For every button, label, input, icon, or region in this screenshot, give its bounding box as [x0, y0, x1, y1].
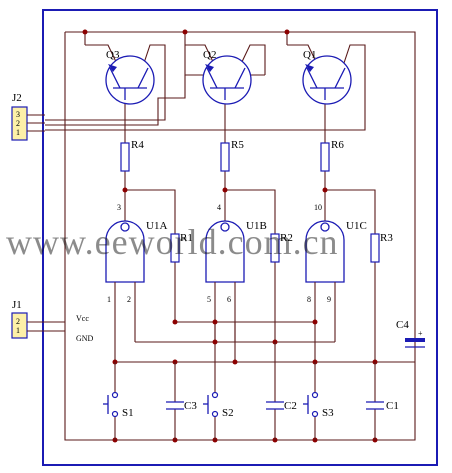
- switch-s2: S2: [203, 362, 234, 440]
- resistor-r4: R4: [120, 139, 144, 190]
- capacitor-label: C3: [184, 400, 197, 412]
- top-rail-wire: [65, 31, 416, 380]
- gate-pin: 10: [314, 203, 322, 212]
- resistor-r1: R1: [170, 230, 193, 322]
- polarity-mark: +: [418, 329, 423, 338]
- gate-pin: 1: [107, 295, 111, 304]
- connector-j2: J2 3 2 1: [11, 92, 45, 141]
- connector-pin: 2: [16, 119, 20, 128]
- watermark-text: www.eeworld.com.cn: [6, 222, 339, 262]
- capacitor-label: C1: [386, 400, 399, 412]
- gate-pin: 5: [207, 295, 211, 304]
- gate-pin: 2: [127, 295, 131, 304]
- transistor-q2: Q2: [202, 49, 252, 105]
- capacitor-c3: C3: [166, 362, 197, 440]
- transistor-label: Q3: [106, 49, 120, 61]
- connector-label: J2: [12, 92, 22, 104]
- connector-pin: 3: [16, 110, 20, 119]
- gate-u1b: U1B 4 5 6: [205, 203, 267, 304]
- capacitor-c2: C2: [266, 342, 297, 440]
- gate-label: U1A: [146, 220, 167, 232]
- left-rail-wire: [64, 32, 416, 441]
- resistor-label: R3: [380, 232, 393, 244]
- gate-output-wiring: [124, 189, 376, 230]
- gate-pin: 9: [327, 295, 331, 304]
- resistor-label: R2: [280, 232, 293, 244]
- resistor-label: R6: [331, 139, 344, 151]
- gate-pin: 8: [307, 295, 311, 304]
- resistor-label: R1: [180, 232, 193, 244]
- gate-pin: 3: [117, 203, 121, 212]
- vcc-label: Vcc: [76, 314, 89, 323]
- transistor-label: Q2: [203, 49, 216, 61]
- gate-label: U1B: [246, 220, 267, 232]
- board-frame: [42, 9, 438, 466]
- resistor-label: R4: [131, 139, 144, 151]
- gate-u1c: U1C 10 8 9: [305, 203, 367, 304]
- transistor-q3: Q3: [105, 49, 155, 105]
- resistor-r3: R3: [370, 230, 393, 362]
- switch-s1: S1: [103, 362, 134, 440]
- capacitor-c1: C1: [366, 362, 399, 440]
- switch-s3: S3: [303, 362, 334, 440]
- resistor-r5: R5: [220, 139, 244, 190]
- connector-pin: 1: [16, 128, 20, 137]
- capacitor-label: C4: [396, 319, 409, 331]
- connector-pin: 1: [16, 326, 20, 335]
- resistor-label: R5: [231, 139, 244, 151]
- resistor-r6: R6: [320, 139, 344, 190]
- transistor-q1: Q1: [302, 49, 352, 105]
- connector-label: J1: [12, 299, 22, 311]
- switch-label: S2: [222, 407, 234, 419]
- connector-j1: J1 2 1 Vcc GND: [11, 299, 94, 343]
- gate-pin: 6: [227, 295, 231, 304]
- gate-label: U1C: [346, 220, 367, 232]
- transistor-label: Q1: [303, 49, 316, 61]
- capacitor-c4: C4 +: [396, 319, 425, 348]
- resistor-r2: R2: [270, 230, 293, 342]
- switch-label: S3: [322, 407, 334, 419]
- gate-pin: 4: [217, 203, 221, 212]
- capacitor-label: C2: [284, 400, 297, 412]
- gate-u1a: U1A 3 1 2: [105, 203, 167, 304]
- connector-pin: 2: [16, 317, 20, 326]
- switch-label: S1: [122, 407, 134, 419]
- gnd-label: GND: [76, 334, 94, 343]
- gate-input-wiring: [114, 282, 415, 363]
